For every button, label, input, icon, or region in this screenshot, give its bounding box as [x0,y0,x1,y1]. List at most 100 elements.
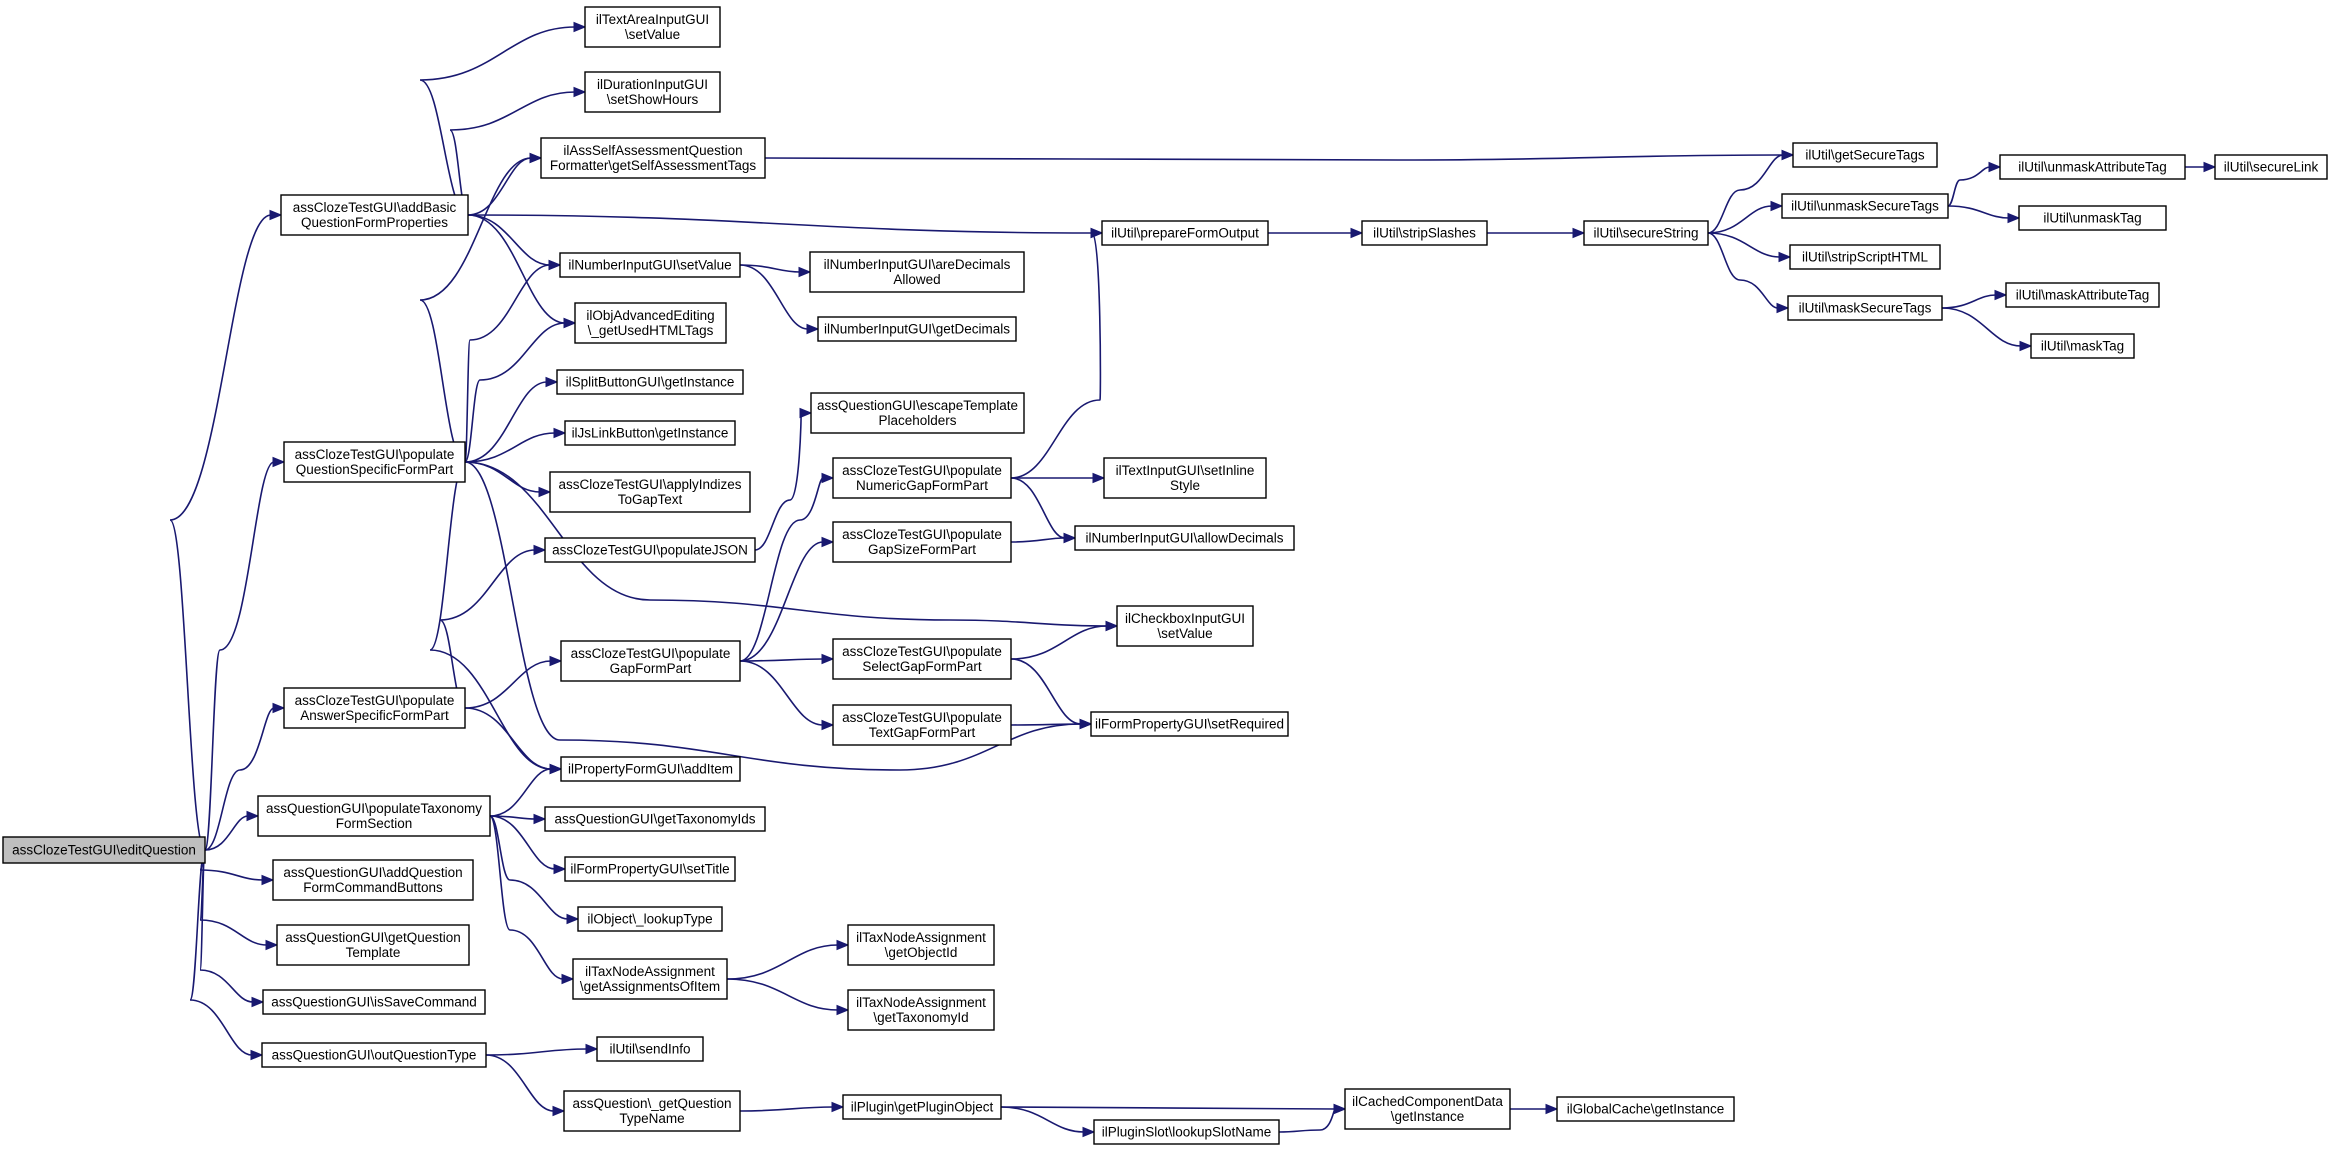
graph-node[interactable]: ilUtil\secureString [1583,220,1709,246]
arrow-head-n2-n16 [538,486,552,498]
graph-node[interactable]: assClozeTestGUI\populateQuestionSpecific… [283,441,466,483]
edge-n23-n34 [726,978,839,1011]
node-label: ilAssSelfAssessmentQuestion [563,143,742,158]
graph-node[interactable]: assClozeTestGUI\populateSelectGapFormPar… [832,638,1012,680]
arrow-head-n1-n10 [573,86,587,98]
node-box [262,989,486,1015]
node-label: assClozeTestGUI\populate [842,527,1002,542]
edge-n4-n19 [489,768,552,817]
edge-n41-n42 [1278,1108,1336,1133]
graph-node[interactable]: ilUtil\unmaskSecureTags [1781,193,1949,219]
graph-node[interactable]: ilNumberInputGUI\getDecimals [817,316,1017,342]
node-label: ilUtil\secureLink [2224,160,2319,175]
graph-node[interactable]: ilUtil\prepareFormOutput [1101,220,1269,246]
graph-node[interactable]: assClozeTestGUI\editQuestion [2,836,206,864]
graph-node[interactable]: ilTaxNodeAssignment\getAssignmentsOfItem [572,958,728,1000]
node-label: QuestionFormProperties [301,215,448,230]
graph-node[interactable]: assQuestionGUI\getTaxonomyIds [544,806,766,832]
node-label: ilTaxNodeAssignment [585,964,715,979]
node-label: assQuestionGUI\populateTaxonomy [266,801,482,816]
node-box [2030,333,2135,359]
graph-node[interactable]: ilSplitButtonGUI\getInstance [556,369,744,395]
graph-node[interactable]: ilNumberInputGUI\setValue [559,252,741,278]
graph-node[interactable]: ilDurationInputGUI\setShowHours [584,71,721,113]
node-box [544,806,766,832]
arrow-head-n18-n32 [821,719,835,731]
arrow-head-n8-n25 [552,1105,566,1117]
edge-n0-n6 [199,849,268,946]
edge-n3-n18 [464,660,552,709]
edge-n45-n47 [1707,205,1773,234]
graph-node[interactable]: ilPluginSlot\lookupSlotName [1093,1119,1280,1145]
node-box [1090,711,1289,737]
graph-node[interactable]: ilTaxNodeAssignment\getObjectId [847,924,995,966]
graph-node[interactable]: ilPlugin\getPluginObject [842,1094,1002,1120]
node-label: ilPluginSlot\lookupSlotName [1102,1125,1272,1140]
graph-node[interactable]: ilTaxNodeAssignment\getTaxonomyId [847,989,995,1031]
graph-node[interactable]: assQuestionGUI\escapeTemplatePlaceholder… [810,392,1025,434]
graph-node[interactable]: ilAssSelfAssessmentQuestionFormatter\get… [540,137,766,179]
graph-node[interactable]: ilCachedComponentData\getInstance [1344,1088,1511,1130]
edge-n3-n19 [464,707,552,770]
graph-node[interactable]: ilGlobalCache\getInstance [1556,1096,1735,1122]
graph-node[interactable]: ilUtil\sendInfo [596,1036,704,1062]
arrow-head-n45-n46 [1781,149,1795,161]
graph-node[interactable]: ilFormPropertyGUI\setTitle [564,856,736,882]
graph-node[interactable]: ilUtil\stripScriptHTML [1789,244,1941,270]
node-label: ilPropertyFormGUI\addItem [568,762,733,777]
edge-n45-n46 [1707,154,1784,234]
graph-node[interactable]: ilUtil\unmaskAttributeTag [1999,154,2186,180]
node-label: GapFormPart [610,661,692,676]
graph-node[interactable]: ilUtil\unmaskTag [2018,205,2167,231]
node-label: \_getUsedHTMLTags [588,323,714,338]
node-box [549,471,751,513]
graph-node[interactable]: assQuestionGUI\outQuestionType [261,1042,487,1068]
graph-node[interactable]: ilUtil\secureLink [2214,154,2328,180]
node-box [832,521,1012,563]
edge-n12-n27 [739,264,809,330]
node-label: ilDurationInputGUI [597,77,708,92]
graph-node[interactable]: ilCheckboxInputGUI\setValue [1116,605,1254,647]
graph-node[interactable]: ilNumberInputGUI\allowDecimals [1074,525,1295,551]
node-box [574,302,727,344]
graph-node[interactable]: ilUtil\stripSlashes [1361,220,1488,246]
edge-n18-n31 [739,658,824,662]
graph-node[interactable]: assClozeTestGUI\populateAnswerSpecificFo… [283,687,466,729]
graph-node[interactable]: ilUtil\maskSecureTags [1787,295,1943,321]
graph-node[interactable]: ilTextAreaInputGUI\setValue [584,6,721,48]
graph-node[interactable]: ilUtil\maskTag [2030,333,2135,359]
node-label: ilNumberInputGUI\areDecimals [824,257,1011,272]
graph-node[interactable]: assQuestionGUI\isSaveCommand [262,989,486,1015]
graph-node[interactable]: ilUtil\getSecureTags [1792,142,1938,168]
edge-n35-n42 [1000,1106,1336,1110]
edge-n0-n1 [169,214,272,851]
graph-node[interactable]: assQuestionGUI\populateTaxonomyFormSecti… [257,795,491,837]
graph-node[interactable]: assClozeTestGUI\populateNumericGapFormPa… [832,457,1012,499]
graph-node[interactable]: ilUtil\maskAttributeTag [2005,282,2160,308]
arrow-head-n41-n42 [1333,1103,1347,1115]
arrow-head-n4-n21 [553,863,567,875]
graph-node[interactable]: ilObjAdvancedEditing\_getUsedHTMLTags [574,302,727,344]
node-label: Formatter\getSelfAssessmentTags [550,158,757,173]
graph-node[interactable]: assClozeTestGUI\addBasicQuestionFormProp… [280,194,469,236]
node-box [1556,1096,1735,1122]
node-box [832,704,1012,746]
arrow-head-n36-n43 [1350,227,1364,239]
graph-node[interactable]: ilObject\_lookupType [577,906,723,932]
graph-node[interactable]: ilFormPropertyGUI\setRequired [1090,711,1289,737]
graph-node[interactable]: ilPropertyFormGUI\addItem [560,756,741,782]
graph-node[interactable]: ilJsLinkButton\getInstance [564,420,736,446]
node-box [283,441,466,483]
graph-node[interactable]: assClozeTestGUI\populateJSON [544,537,756,563]
node-box [544,537,756,563]
graph-node[interactable]: assQuestionGUI\addQuestionFormCommandBut… [272,859,474,901]
arrow-head-n2-n11 [529,152,543,164]
